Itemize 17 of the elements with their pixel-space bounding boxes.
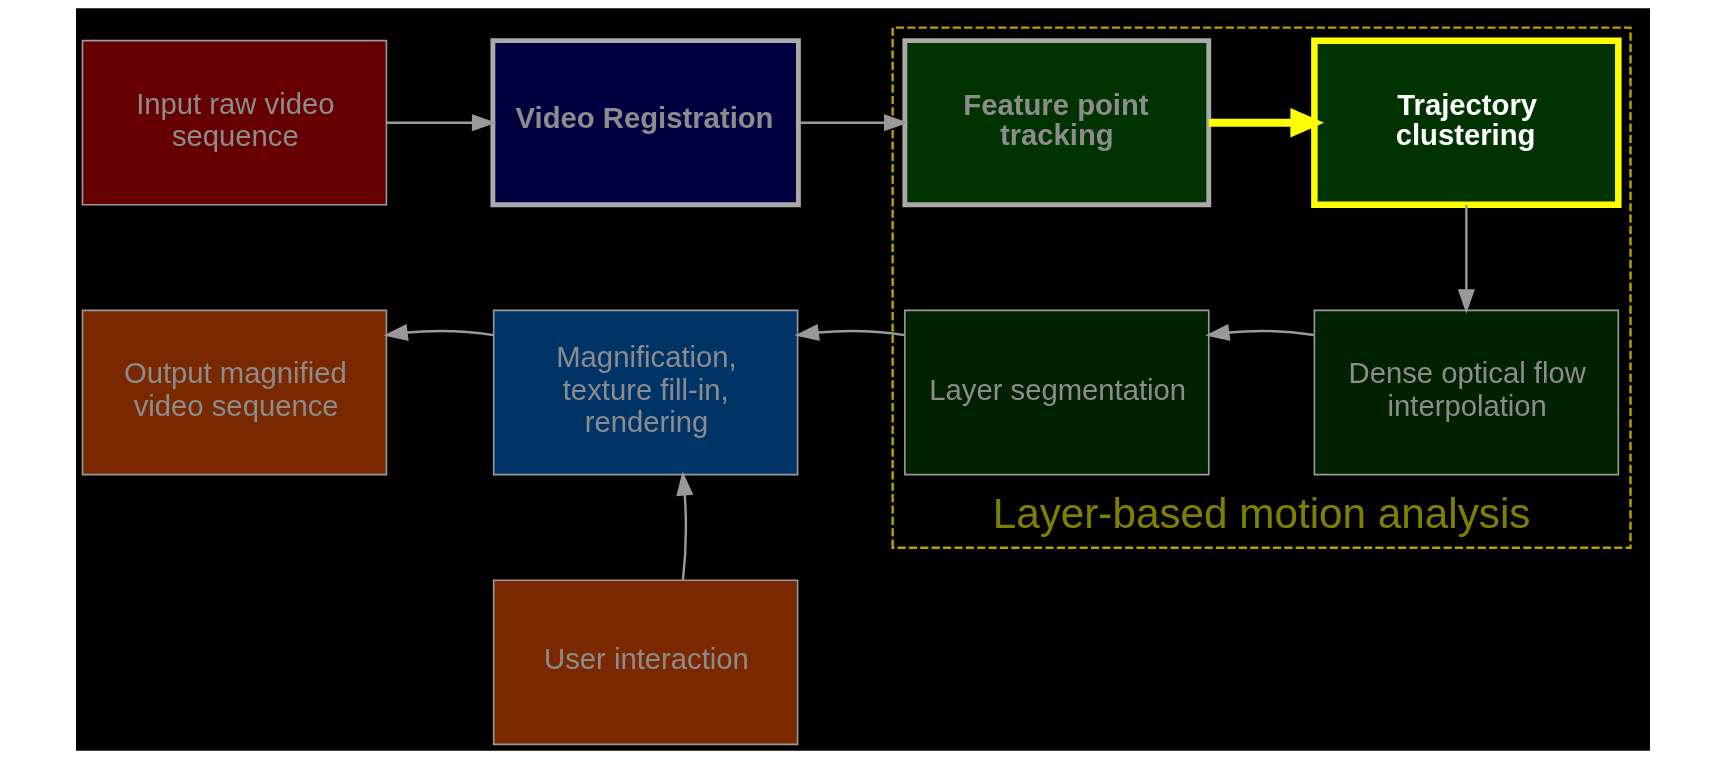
node-box: User interaction bbox=[492, 579, 798, 746]
arrow bbox=[794, 324, 905, 341]
arrow bbox=[1208, 107, 1324, 138]
node-box: Feature point tracking bbox=[901, 38, 1211, 208]
arrow bbox=[675, 471, 693, 580]
node-box: Magnification, texture fill-in, rendering bbox=[492, 309, 798, 476]
arrow bbox=[1457, 205, 1475, 314]
node-box: Layer segmentation bbox=[903, 309, 1210, 476]
node-box: Dense optical flow interpolation bbox=[1313, 309, 1619, 476]
arrow bbox=[386, 114, 496, 132]
node-box: Trajectory clustering bbox=[1310, 37, 1622, 209]
node-box: Video Registration bbox=[489, 38, 801, 208]
node-box: Input raw video sequence bbox=[81, 39, 387, 206]
node-box: Output magnified video sequence bbox=[81, 309, 387, 476]
arrow bbox=[1204, 323, 1314, 341]
arrow bbox=[798, 114, 908, 132]
arrow bbox=[382, 324, 494, 341]
